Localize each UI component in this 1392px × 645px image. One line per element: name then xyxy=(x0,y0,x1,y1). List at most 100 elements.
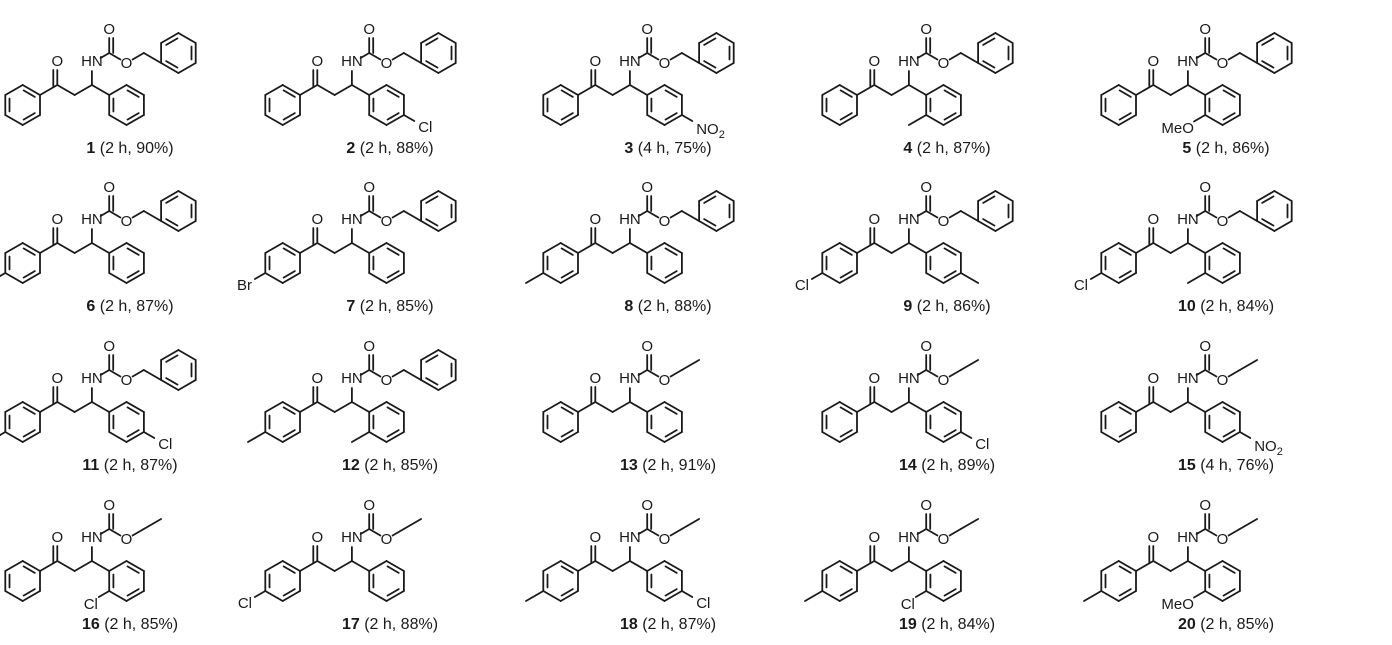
amine-nh-label: HN xyxy=(341,211,363,228)
ketone-aryl-bond xyxy=(1135,84,1155,96)
ring-double-bond xyxy=(165,377,179,386)
ring-bond xyxy=(994,32,1014,44)
ring-bond xyxy=(160,349,180,361)
ring-bond xyxy=(1273,220,1293,232)
ring-double-bond xyxy=(560,247,574,256)
carbamate-oxygen-label: O xyxy=(920,497,932,514)
amine-ortho-bond xyxy=(914,590,928,598)
backbone-bond xyxy=(56,560,76,572)
backbone-bond xyxy=(73,84,93,96)
compound-conditions: (2 h, 87%) xyxy=(912,140,990,157)
ketone-oxygen-label: O xyxy=(311,370,323,387)
ring-bond xyxy=(21,560,41,572)
carbamate-bond xyxy=(359,369,371,376)
ester-bond xyxy=(368,210,382,219)
ketone-para-bond xyxy=(811,272,824,280)
backbone-bond xyxy=(594,560,614,572)
compound-number: 1 xyxy=(86,140,95,157)
ring-bond xyxy=(1117,84,1137,96)
ester-alkyl-bond xyxy=(391,369,405,378)
backbone-bond xyxy=(1152,242,1172,254)
compound-conditions: (2 h, 85%) xyxy=(360,457,438,474)
ethyl-bond xyxy=(680,359,700,371)
compound-caption: 4 (2 h, 87%) xyxy=(903,140,990,157)
ring-bond xyxy=(1204,560,1224,572)
ester-oxygen-label: O xyxy=(1217,531,1229,548)
ketone-oxygen-label: O xyxy=(51,370,63,387)
ring-bond xyxy=(646,242,666,254)
amine-ortho-bond xyxy=(97,590,111,598)
backbone-bond xyxy=(73,242,93,254)
ring-bond xyxy=(1100,272,1120,284)
ring-bond xyxy=(646,431,666,443)
amine-ortho-bond xyxy=(1193,114,1207,123)
ring-double-bond xyxy=(1222,565,1236,574)
backbone-bond xyxy=(1152,560,1172,572)
ring-double-bond xyxy=(982,37,996,46)
ring-bond xyxy=(385,114,405,126)
ring-bond xyxy=(977,62,997,74)
compound-caption: 20 (2 h, 85%) xyxy=(1178,616,1274,633)
amine-para-bond xyxy=(402,114,416,122)
ester-oxygen-label: O xyxy=(121,372,133,389)
backbone-bond xyxy=(316,242,336,254)
ring-bond xyxy=(1221,242,1241,254)
ring-bond xyxy=(160,32,180,44)
carbamate-bond xyxy=(1195,52,1207,59)
ring-bond xyxy=(21,431,41,443)
amine-ortho-methyl-bond xyxy=(350,431,371,443)
ester-alkyl-bond xyxy=(1227,528,1241,537)
ester-bond xyxy=(368,52,382,61)
nitro-subscript: 2 xyxy=(1277,446,1283,458)
ester-oxygen-label: O xyxy=(659,372,671,389)
backbone-bond xyxy=(1169,401,1189,413)
compound-caption: 6 (2 h, 87%) xyxy=(86,298,173,315)
ring-bond xyxy=(264,431,284,443)
amine-nh-label: HN xyxy=(619,53,641,70)
ring-bond xyxy=(559,114,579,126)
ring-bond xyxy=(698,220,718,232)
compound-caption: 9 (2 h, 86%) xyxy=(903,298,990,315)
ring-bond xyxy=(925,272,945,284)
ring-bond xyxy=(108,84,128,96)
ester-bond xyxy=(108,52,122,61)
ring-double-bond xyxy=(943,406,957,415)
ketone-aryl-bond xyxy=(856,84,876,96)
ring-bond xyxy=(1221,401,1241,413)
ring-double-bond xyxy=(560,406,574,415)
ring-bond xyxy=(838,84,858,96)
backbone-bond xyxy=(611,401,631,413)
compound-conditions: (2 h, 88%) xyxy=(360,616,438,633)
ester-oxygen-label: O xyxy=(381,531,393,548)
ring-bond xyxy=(821,401,841,413)
ring-bond xyxy=(542,84,562,96)
ketone-para-methyl-bond xyxy=(1083,590,1103,602)
ring-bond xyxy=(437,379,457,391)
ring-bond xyxy=(559,401,579,413)
amine-para-chloro-label: Cl xyxy=(975,436,989,453)
ring-double-bond xyxy=(386,112,400,121)
ring-bond xyxy=(437,220,457,232)
ring-double-bond xyxy=(1118,588,1132,597)
ketone-para-methyl-bond xyxy=(525,590,545,602)
ring-bond xyxy=(942,401,962,413)
carbamate-oxygen-label: O xyxy=(363,21,375,38)
ring-double-bond xyxy=(1261,195,1275,204)
compound-conditions: (2 h, 85%) xyxy=(100,616,178,633)
ring-bond xyxy=(1221,114,1241,126)
backbone-bond xyxy=(333,242,353,254)
ring-bond xyxy=(646,114,666,126)
ketone-para-bond xyxy=(253,272,267,280)
ketone-para-label: Cl xyxy=(1074,277,1088,294)
ring-double-bond xyxy=(165,60,179,69)
ring-double-bond xyxy=(839,429,853,438)
amine-nh-label: HN xyxy=(898,53,920,70)
amine-para-bond xyxy=(142,431,156,439)
ring-double-bond xyxy=(560,429,574,438)
ketone-para-label: Br xyxy=(237,277,252,294)
ring-bond xyxy=(542,401,562,413)
compound-number: 12 xyxy=(342,457,360,474)
ring-bond xyxy=(715,32,735,44)
ring-double-bond xyxy=(560,112,574,121)
